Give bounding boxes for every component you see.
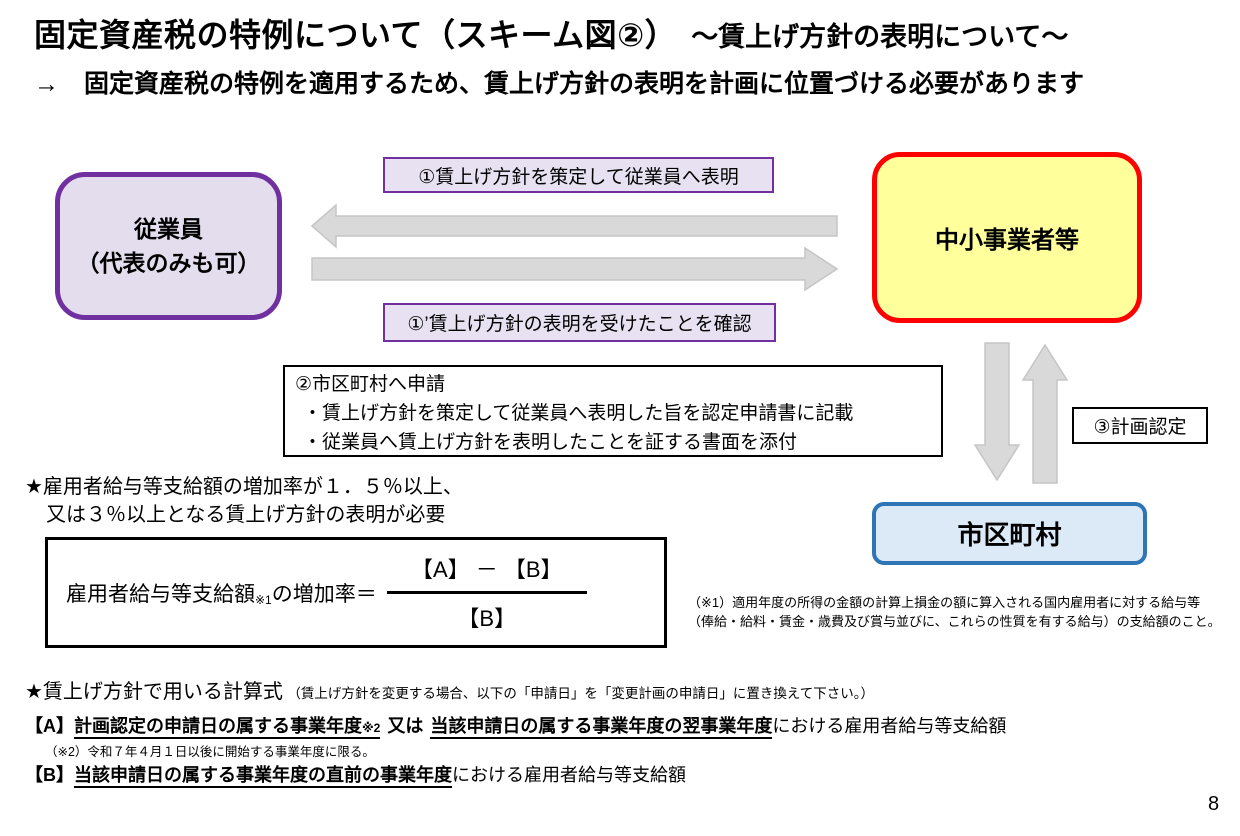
page-number: 8 <box>1208 793 1220 815</box>
calc-heading-main: ★賃上げ方針で用いる計算式 <box>25 681 283 703</box>
employee-node-line2: （代表のみも可） <box>76 250 261 276</box>
definition-a-label: 【A】 <box>25 716 74 736</box>
formula-label-tail: の増加率＝ <box>271 582 377 606</box>
definition-b-label: 【B】 <box>25 765 74 785</box>
calc-heading: ★賃上げ方針で用いる計算式 （賃上げ方針を変更する場合、以下の「申請日」を「変更… <box>25 675 874 704</box>
formula-label: 雇用者給与等支給額※1の増加率＝ <box>66 578 377 608</box>
increase-rate-formula-box: 雇用者給与等支給額※1の増加率＝ 【A】 － 【B】 【B】 <box>45 537 667 648</box>
employee-node: 従業員 （代表のみも可） <box>55 172 282 320</box>
definition-a-line: 【A】計画認定の申請日の属する事業年度※2 又は当該申請日の属する事業年度の翌事業… <box>25 712 1007 739</box>
footnote-2-ref: ※2 <box>362 721 381 735</box>
footnote-1: （※1）適用年度の所得の金額の計算上損金の額に算入される国内雇用者に対する給与等… <box>688 594 1221 632</box>
arrow-down-company-to-municipality-icon <box>973 342 1021 482</box>
formula-label-main: 雇用者給与等支給額 <box>66 582 255 606</box>
company-node-label: 中小事業者等 <box>935 227 1079 254</box>
page-title-main: 固定資産税の特例について（スキーム図②） <box>34 17 678 53</box>
arrow-right-employee-to-company-icon <box>311 246 839 292</box>
definition-a-tail: における雇用者給与等支給額 <box>772 716 1007 736</box>
fraction-numerator: 【A】 － 【B】 <box>410 557 563 582</box>
requirement-line2: 又は３％以上となる賃上げ方針の表明が必要 <box>46 503 446 526</box>
municipality-node-label: 市区町村 <box>957 520 1062 550</box>
step1-dash-label: ①’賃上げ方針の表明を受けたことを確認 <box>383 303 776 342</box>
lead-statement: → 固定資産税の特例を適用するため、賃上げ方針の表明を計画に位置づける必要があり… <box>34 70 1085 98</box>
employee-node-line1: 従業員 <box>134 215 203 242</box>
arrow-up-municipality-to-company-icon <box>1021 343 1069 484</box>
definition-a-or: 又は <box>387 716 424 736</box>
definition-b-underline1: 当該申請日の属する事業年度の直前の事業年度 <box>74 765 452 788</box>
definition-a-underline1: 計画認定の申請日の属する事業年度 <box>74 716 362 736</box>
step2-title: ②市区町村へ申請 <box>295 374 446 395</box>
requirement-line1: ★雇用者給与等支給額の増加率が１．５％以上、 <box>25 476 463 498</box>
formula-note1-ref: ※1 <box>255 592 272 607</box>
definition-b-line: 【B】当該申請日の属する事業年度の直前の事業年度における雇用者給与等支給額 <box>25 761 686 788</box>
formula-fraction: 【A】 － 【B】 【B】 <box>386 552 587 633</box>
footnote-2: （※2）令和７年４月１日以後に開始する事業年度に限る。 <box>45 745 375 759</box>
requirement-note: ★雇用者給与等支給額の増加率が１．５％以上、 又は３％以上となる賃上げ方針の表明… <box>25 474 463 529</box>
step3-certification-label: ③計画認定 <box>1072 407 1208 444</box>
page-title: 固定資産税の特例について（スキーム図②） ～賃上げ方針の表明について～ <box>34 10 1068 56</box>
step2-item2: ・従業員へ賃上げ方針を表明したことを証する書面を添付 <box>303 432 798 453</box>
municipality-node: 市区町村 <box>872 502 1147 565</box>
calc-heading-note: （賃上げ方針を変更する場合、以下の「申請日」を「変更計画の申請日」に置き換えて下… <box>287 686 874 701</box>
fraction-denominator: 【B】 <box>386 591 587 633</box>
definition-b-tail: における雇用者給与等支給額 <box>452 765 686 785</box>
arrow-left-company-to-employee-icon <box>310 203 838 249</box>
step2-item1: ・賃上げ方針を策定して従業員へ表明した旨を認定申請書に記載 <box>303 403 854 424</box>
definition-a-underline2: 当該申請日の属する事業年度の翌事業年度 <box>430 716 773 739</box>
footnote-1-line2: （俸給・給料・賃金・歳費及び賞与並びに、これらの性質を有する給与）の支給額のこと… <box>688 613 1221 629</box>
footnote-1-line1: （※1）適用年度の所得の金額の計算上損金の額に算入される国内雇用者に対する給与等 <box>688 595 1201 610</box>
step1-label: ①賃上げ方針を策定して従業員へ表明 <box>383 157 774 193</box>
page-title-sub: ～賃上げ方針の表明について～ <box>691 22 1069 52</box>
step2-application-box: ②市区町村へ申請 ・賃上げ方針を策定して従業員へ表明した旨を認定申請書に記載 ・… <box>283 365 943 457</box>
company-node: 中小事業者等 <box>872 152 1142 323</box>
